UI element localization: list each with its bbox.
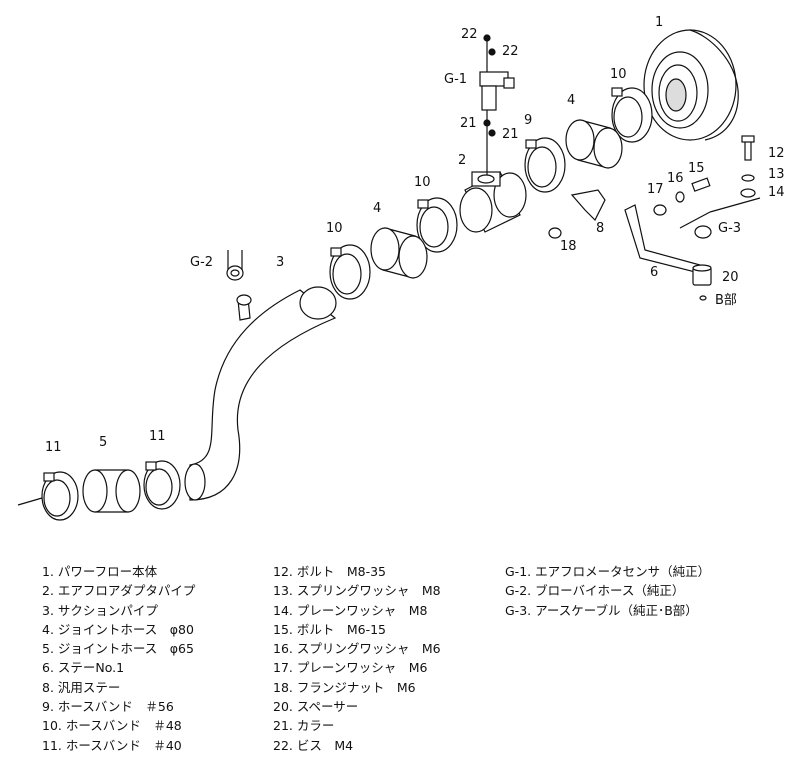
callout-17: 17	[647, 182, 664, 197]
legend-entry: 5. ジョイントホース φ65	[42, 641, 194, 657]
blow-by-hose	[226, 250, 244, 281]
legend-entry: 11. ホースバンド ＃40	[42, 737, 182, 753]
callout-10-lower: 10	[326, 221, 343, 236]
callout-15: 15	[688, 161, 705, 176]
callout-22-left: 22	[461, 27, 478, 42]
joint-hose-5	[82, 469, 141, 513]
callout-12: 12	[768, 146, 785, 161]
legend-entry: 18. フランジナット M6	[273, 679, 416, 695]
legend-entry: 14. プレーンワッシャ M8	[273, 602, 428, 618]
callout-1: 1	[655, 15, 663, 30]
callout-18: 18	[560, 239, 577, 254]
callout-g3: G-3	[718, 221, 741, 236]
legend-entry: 20. スペーサー	[273, 699, 359, 715]
legend-entry: 16. スプリングワッシャ M6	[273, 641, 441, 657]
parts-legend-column-2: 12. ボルト M8-35 13. スプリングワッシャ M8 14. プレーンワッシ…	[273, 562, 441, 755]
joint-hose-4-mid	[370, 227, 428, 279]
legend-entry: 12. ボルト M8-35	[273, 564, 387, 579]
callout-21-right: 21	[502, 127, 519, 142]
callout-10-mid: 10	[414, 175, 431, 190]
hardware-parts	[548, 135, 756, 301]
hose-band-10-mid	[416, 197, 458, 253]
callout-b-section: B部	[715, 293, 737, 308]
airflow-meter-sensor	[479, 34, 515, 175]
legend-entry: 2. エアフロアダプタパイプ	[42, 583, 196, 599]
exploded-parts-diagram: 1 2 3 4 4 5 6 8 9 10 10 10 11 11 12 13 1…	[17, 15, 785, 521]
callout-2: 2	[458, 153, 466, 168]
callout-8: 8	[596, 221, 604, 236]
legend-entry: 9. ホースバンド ＃56	[42, 699, 174, 715]
callout-4-mid: 4	[373, 201, 381, 216]
legend-entry: 21. カラー	[273, 718, 335, 734]
hose-band-11-right	[143, 460, 181, 510]
callout-13: 13	[768, 167, 785, 182]
legend-entry: G-3. アースケーブル（純正･B部）	[505, 602, 698, 618]
universal-stay-8	[570, 189, 606, 222]
callout-10-top: 10	[610, 67, 627, 82]
callout-4-top: 4	[567, 93, 575, 108]
hose-band-10-top	[611, 87, 653, 143]
parts-legend-column-3: G-1. エアフロメータセンサ（純正） G-2. ブローバイホース（純正） G-3.…	[505, 562, 710, 620]
legend-entry: 17. プレーンワッシャ M6	[273, 660, 428, 676]
callout-g1: G-1	[444, 72, 467, 87]
callout-16: 16	[667, 171, 684, 186]
callout-21-left: 21	[460, 116, 477, 131]
legend-entry: 10. ホースバンド ＃48	[42, 718, 182, 734]
hose-band-9	[524, 137, 566, 193]
callout-11-right: 11	[149, 429, 166, 444]
airflow-adapter-pipe	[459, 171, 527, 233]
legend-entry: 15. ボルト M6-15	[273, 621, 387, 637]
legend-entry: 22. ビス M4	[273, 737, 354, 753]
parts-legend-column-1: 1. パワーフロー本体 2. エアフロアダプタパイプ 3. サクションパイプ 4. ジ…	[42, 562, 195, 755]
joint-hose-4-top	[565, 119, 623, 169]
power-flow-body	[643, 29, 739, 141]
suction-pipe	[184, 286, 337, 501]
legend-entry: 4. ジョイントホース φ80	[42, 621, 194, 637]
legend-entry: G-1. エアフロメータセンサ（純正）	[505, 564, 711, 579]
callout-5: 5	[99, 435, 107, 450]
legend-entry: 3. サクションパイプ	[42, 602, 158, 618]
hose-band-10-lower	[329, 244, 371, 300]
callout-22-right: 22	[502, 44, 519, 59]
callout-3: 3	[276, 255, 284, 270]
callout-6: 6	[650, 265, 658, 280]
callout-20: 20	[722, 270, 739, 285]
legend-entry: 6. ステーNo.1	[42, 660, 125, 676]
legend-entry: 13. スプリングワッシャ M8	[273, 583, 441, 599]
callout-g2: G-2	[190, 255, 213, 270]
callout-11-left: 11	[45, 440, 62, 455]
legend-entry: 8. 汎用ステー	[42, 679, 121, 695]
legend-entry: 1. パワーフロー本体	[42, 564, 158, 579]
legend-entry: G-2. ブローバイホース（純正）	[505, 583, 685, 599]
callout-9: 9	[524, 113, 532, 128]
hose-band-11-left	[17, 471, 79, 521]
callout-14: 14	[768, 185, 785, 200]
